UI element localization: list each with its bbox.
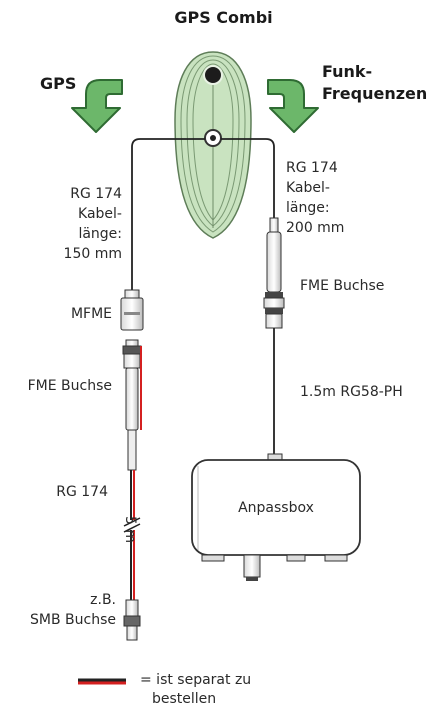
left-cable-type: RG 174 bbox=[70, 186, 122, 202]
anpassbox-label: Anpassbox bbox=[238, 500, 314, 516]
left-cable-length-1: Kabel- bbox=[78, 206, 122, 222]
fme-buchse-right-label: FME Buchse bbox=[300, 278, 385, 294]
anpassbox bbox=[191, 453, 361, 581]
legend-line bbox=[78, 678, 126, 685]
right-cable-length-3: 200 mm bbox=[286, 220, 345, 236]
diagram-title: GPS Combi bbox=[174, 8, 273, 27]
smb-buchse-connector bbox=[123, 599, 141, 641]
fme-buchse-left-label: FME Buchse bbox=[27, 378, 112, 394]
right-rg174-cable bbox=[221, 138, 275, 218]
separate-5m-cable bbox=[123, 470, 141, 600]
left-rg174-cable bbox=[131, 138, 205, 290]
rg174-lower-label: RG 174 bbox=[56, 484, 108, 500]
cable-break-mark bbox=[123, 517, 141, 527]
gps-arrow bbox=[71, 79, 123, 133]
funk-label-line2: Frequenzen bbox=[322, 84, 428, 103]
legend-text-line2: bestellen bbox=[152, 691, 217, 707]
rg58-label: 1.5m RG58-PH bbox=[300, 384, 403, 400]
smb-label-line2: SMB Buchse bbox=[30, 612, 116, 628]
funk-arrow bbox=[267, 79, 319, 133]
right-cable-length-1: Kabel- bbox=[286, 180, 330, 196]
antenna-top-knob bbox=[203, 65, 223, 85]
funk-label-line1: Funk- bbox=[322, 62, 373, 81]
smb-label-line1: z.B. bbox=[90, 592, 116, 608]
legend-text-line1: = ist separat zu bbox=[140, 672, 252, 688]
mfme-connector bbox=[120, 289, 144, 331]
left-cable-length-3: 150 mm bbox=[63, 246, 122, 262]
left-cable-length-2: länge: bbox=[78, 226, 122, 242]
gps-label: GPS bbox=[40, 74, 77, 93]
fme-buchse-right-connector bbox=[263, 217, 285, 329]
length-5m-label: 5 m bbox=[122, 516, 138, 543]
right-cable-length-2: länge: bbox=[286, 200, 330, 216]
gps-combi-antenna bbox=[174, 51, 252, 239]
right-cable-type: RG 174 bbox=[286, 160, 338, 176]
mfme-label: MFME bbox=[70, 306, 112, 322]
fme-buchse-left-connector bbox=[122, 339, 142, 471]
